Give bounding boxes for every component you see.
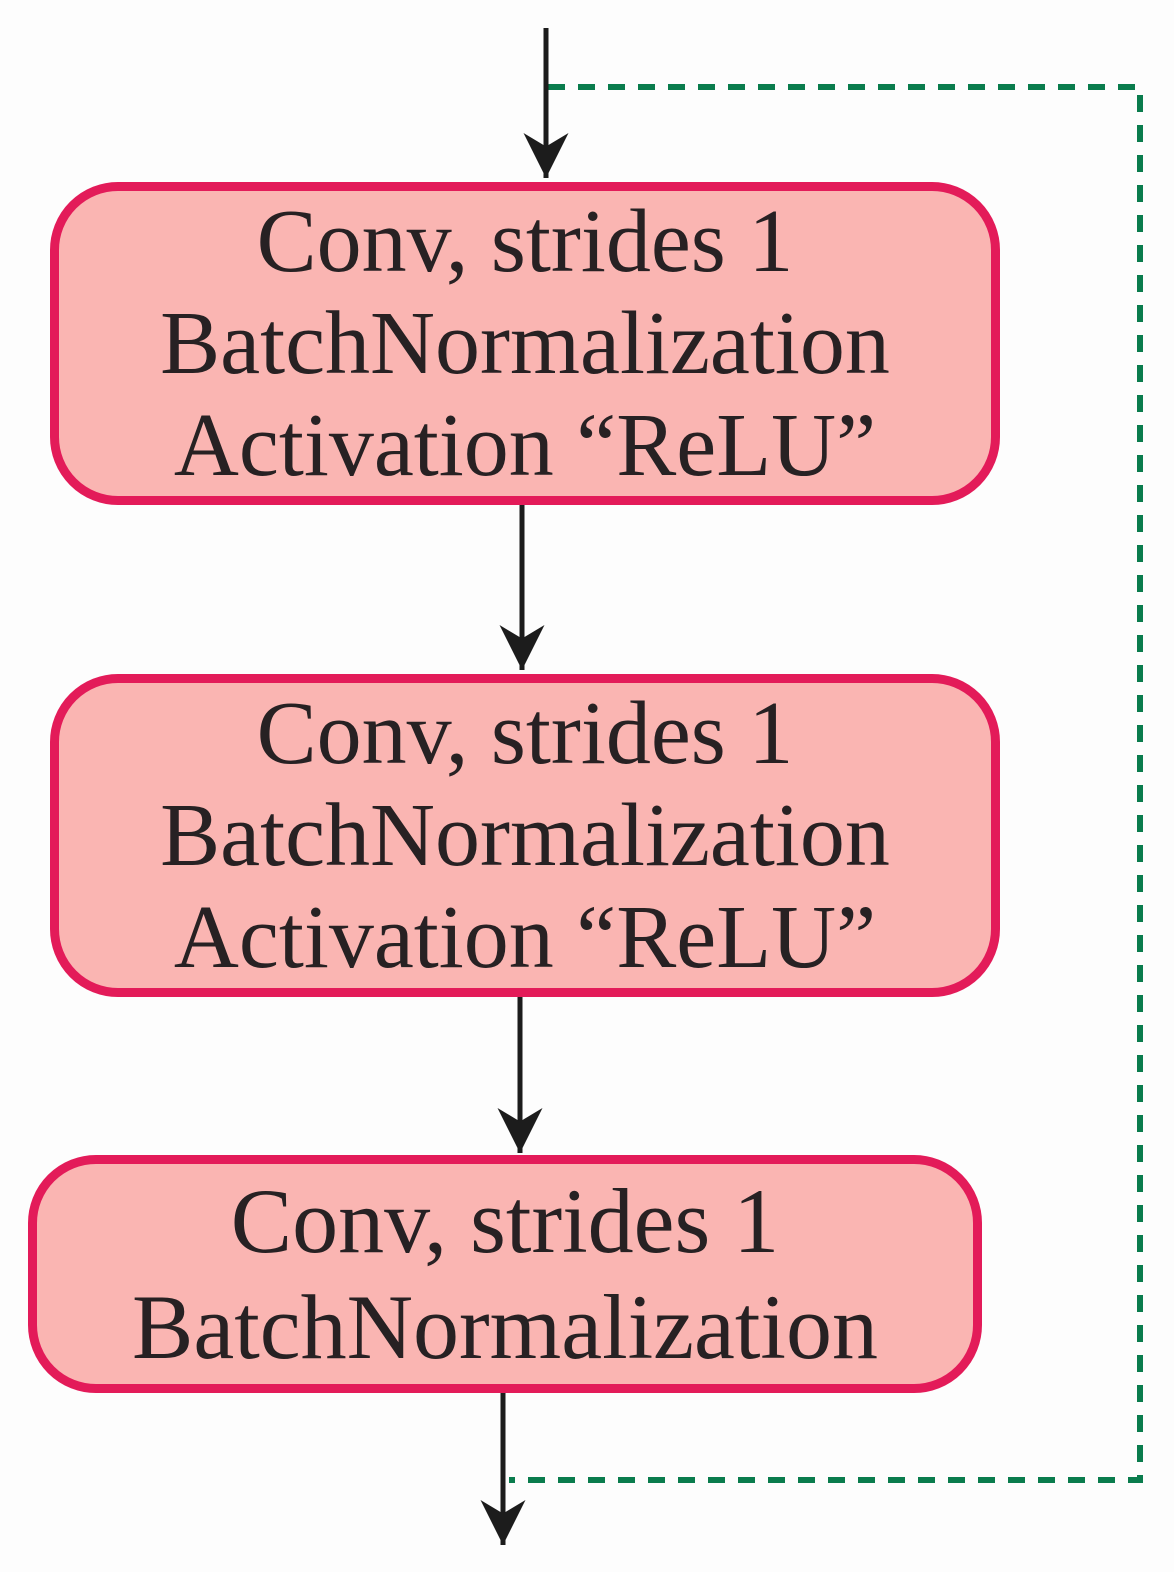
conv-block-3-line-1: Conv, strides 1: [230, 1170, 780, 1272]
conv-block-1-line-3: Activation “ReLU”: [173, 395, 877, 495]
conv-block-2-line-1: Conv, strides 1: [256, 683, 794, 783]
conv-block-1-line-1: Conv, strides 1: [256, 191, 794, 291]
conv-block-3-line-2: BatchNormalization: [132, 1276, 878, 1378]
conv-block-2-line-3: Activation “ReLU”: [173, 887, 877, 987]
conv-block-1-line-2: BatchNormalization: [160, 293, 890, 393]
conv-block-2-line-2: BatchNormalization: [160, 785, 890, 885]
conv-block-2: Conv, strides 1 BatchNormalization Activ…: [50, 674, 1000, 997]
conv-block-1: Conv, strides 1 BatchNormalization Activ…: [50, 182, 1000, 505]
conv-block-3: Conv, strides 1 BatchNormalization: [28, 1155, 982, 1393]
